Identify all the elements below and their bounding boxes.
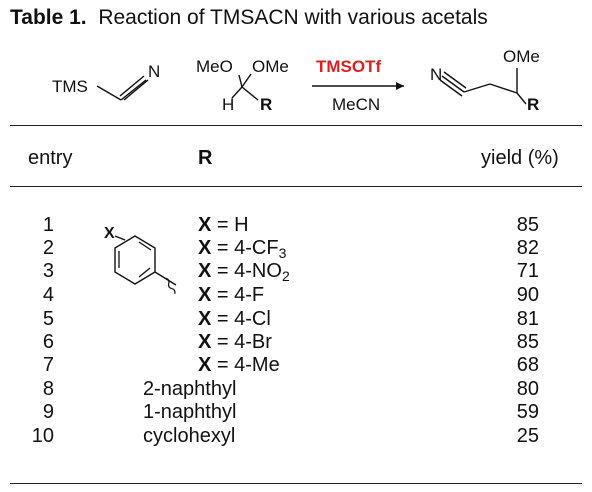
entry-number: 2	[42, 237, 54, 259]
table-row: 2 X = 4-CF3 82	[0, 237, 592, 260]
r-substituent: 2-naphthyl	[143, 378, 237, 400]
entry-number: 7	[42, 354, 54, 376]
acetal-r: R	[260, 95, 272, 114]
table-row: 6 X = 4-Br 85	[0, 331, 592, 354]
table-row: 10 cyclohexyl 25	[0, 425, 592, 448]
reactant-tmsacn: TMS N	[52, 62, 160, 101]
caption-label: Table 1.	[10, 6, 87, 29]
r-substituent: cyclohexyl	[143, 425, 236, 447]
table-bottom-rule	[10, 483, 582, 484]
yield-value: 80	[516, 378, 539, 400]
tms-label: TMS	[52, 77, 88, 96]
yield-value: 25	[516, 425, 539, 447]
table-row: 8 2-naphthyl 80	[0, 378, 592, 401]
r-substituent: 1-naphthyl	[143, 401, 237, 423]
acetal-ome-left: MeO	[196, 57, 233, 76]
yield-value: 85	[516, 331, 539, 353]
entry-number: 8	[42, 378, 54, 400]
r-substituent: X = 4-NO2	[198, 260, 290, 284]
entry-number: 5	[42, 308, 54, 330]
yield-value: 68	[516, 354, 539, 376]
table-row: 4 X = 4-F 90	[0, 284, 592, 307]
yield-value: 85	[516, 214, 539, 236]
reaction-arrow: TMSOTf MeCN	[312, 57, 404, 114]
reagent-label: TMSOTf	[316, 57, 381, 76]
ring-substituent-x: X	[104, 225, 115, 242]
table-row: 7 X = 4-Me 68	[0, 354, 592, 377]
product-nitrile-n: N	[430, 65, 442, 84]
r-substituent: X = 4-Me	[198, 354, 280, 376]
table-row: 3 X = 4-NO2 71	[0, 260, 592, 283]
acetal-ome-right: OMe	[252, 57, 289, 76]
table-row: 9 1-naphthyl 59	[0, 401, 592, 424]
table-top-rule	[10, 125, 582, 126]
table-row: 5 X = 4-Cl 81	[0, 308, 592, 331]
r-substituent: X = H	[198, 214, 249, 236]
entry-number: 1	[42, 214, 54, 236]
product: N OMe R	[430, 47, 540, 114]
yield-value: 59	[516, 401, 539, 423]
entry-number: 6	[42, 331, 54, 353]
yield-value: 81	[516, 308, 539, 330]
entry-number: 9	[42, 401, 54, 423]
header-yield: yield (%)	[481, 147, 559, 169]
r-substituent: X = 4-CF3	[198, 237, 287, 261]
table-caption: Table 1. Reaction of TMSACN with various…	[10, 6, 488, 30]
nitrile-n-label: N	[148, 62, 160, 81]
acetal-h: H	[222, 95, 234, 114]
entry-number: 3	[42, 260, 54, 282]
r-substituent: X = 4-F	[198, 284, 265, 306]
solvent-label: MeCN	[332, 95, 380, 114]
entry-number: 10	[31, 425, 54, 447]
table-header-rule	[10, 186, 582, 187]
aryl-ring-structure: X	[104, 225, 177, 294]
yield-value: 82	[516, 237, 539, 259]
table-row: 1 X = H 85	[0, 214, 592, 237]
reaction-scheme: TMS N MeO OMe H R TMSOTf MeCN N OMe R	[52, 47, 540, 114]
yield-value: 71	[516, 260, 539, 282]
header-r: R	[198, 147, 213, 169]
entry-number: 4	[42, 284, 54, 306]
header-entry: entry	[28, 147, 73, 169]
product-ome: OMe	[503, 47, 540, 66]
caption-text: Reaction of TMSACN with various acetals	[98, 6, 488, 29]
yield-value: 90	[516, 284, 539, 306]
r-substituent: X = 4-Cl	[198, 308, 271, 330]
reactant-acetal: MeO OMe H R	[196, 57, 289, 114]
product-r: R	[527, 95, 539, 114]
r-substituent: X = 4-Br	[198, 331, 272, 353]
